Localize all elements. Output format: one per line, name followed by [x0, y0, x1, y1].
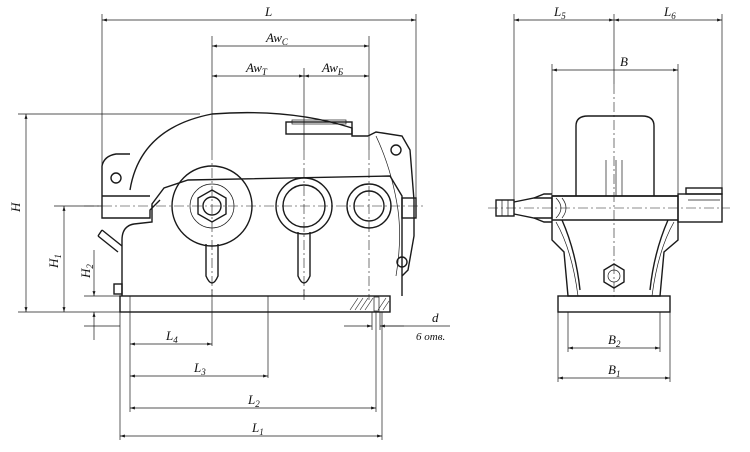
oil-dipstick [97, 229, 123, 253]
dim-L6: L6 [663, 4, 676, 21]
side-dimensions: L5 L6 B B2 B1 [513, 4, 723, 382]
left-lug [101, 153, 130, 196]
base-plate [119, 295, 391, 313]
dim-L5: L5 [553, 4, 566, 21]
dim-L4: L4 [165, 328, 178, 345]
side-top-cover [575, 115, 655, 196]
input-shaft-end [401, 197, 417, 219]
holes-note: 6 отв. [416, 331, 445, 343]
front-view [84, 111, 426, 313]
right-lug-hole-bottom [396, 256, 408, 268]
base-hatch [349, 297, 390, 311]
dim-H1: H1 [46, 254, 63, 269]
dim-B: B [620, 54, 628, 69]
upper-cover-right [367, 131, 415, 277]
left-lug-hole [110, 172, 122, 184]
dim-B1: B1 [608, 362, 620, 379]
dim-L: L [264, 4, 272, 19]
dim-AwC: AwC [265, 30, 289, 47]
dim-B2: B2 [608, 332, 621, 349]
dim-L2: L2 [247, 392, 260, 409]
dim-L3: L3 [193, 360, 206, 377]
dim-AwT: AwT [245, 60, 268, 77]
dim-H2: H2 [78, 264, 95, 279]
drain-plug [113, 283, 123, 295]
dim-H: H [8, 202, 23, 213]
side-view [488, 84, 730, 313]
right-lug-hole-top [390, 144, 402, 156]
dim-d: d [432, 310, 439, 325]
right-shaft [677, 187, 723, 223]
lower-housing [121, 175, 403, 296]
inspection-cover [285, 121, 353, 135]
side-base [557, 295, 671, 313]
front-dimensions: L AwC AwT AwБ H H1 [8, 4, 450, 440]
dim-AwB: AwБ [321, 60, 344, 77]
rib-right [297, 232, 311, 284]
split-flange-left [101, 196, 161, 219]
dim-L1: L1 [251, 420, 264, 437]
